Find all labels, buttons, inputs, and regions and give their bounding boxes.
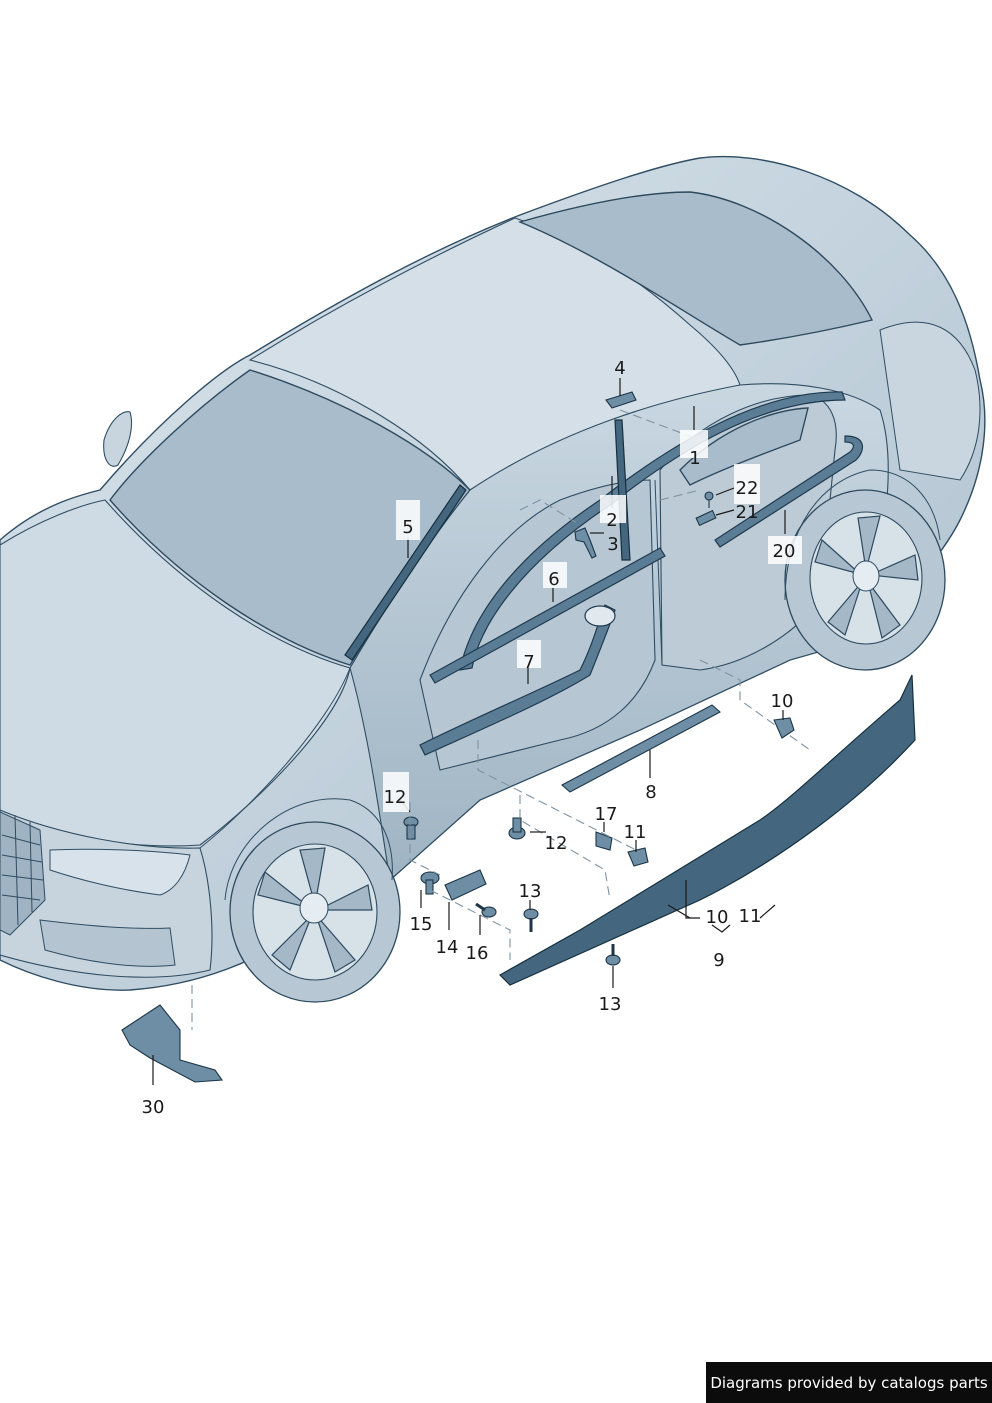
screw-13-lower [605, 944, 621, 966]
part-30-liner [121, 1004, 224, 1083]
callouts: 1 2 3 4 5 6 7 8 9 10 10 11 11 12 12 13 1… [142, 358, 796, 1118]
leader-lines [152, 378, 786, 1085]
credit-banner: Diagrams provided by catalogs parts [706, 1362, 992, 1403]
callout-17: 17 [595, 804, 618, 825]
callout-8: 8 [645, 782, 656, 803]
clip-12-upper [403, 816, 419, 840]
callout-13-lower: 13 [599, 994, 622, 1015]
callout-16: 16 [466, 943, 489, 964]
label-backgrounds [383, 430, 802, 812]
part-1-roof-trim [459, 391, 846, 671]
clip-15 [420, 871, 440, 895]
headlight [49, 848, 191, 896]
callout-4: 4 [614, 358, 625, 379]
screw-16 [475, 902, 497, 918]
rear-window [517, 191, 874, 346]
screw-13-upper [523, 908, 539, 932]
part-20-rear-trim [714, 435, 864, 548]
callout-22: 22 [736, 478, 759, 499]
front-wheel-arch [224, 798, 393, 901]
clip-11 [627, 847, 649, 867]
part-5-a-pillar-trim [344, 484, 467, 661]
credit-text: Diagrams provided by catalogs parts [710, 1373, 988, 1392]
side-window-rear [679, 407, 809, 486]
part-7-door-sill-trim [419, 604, 616, 756]
shoulder-line [199, 667, 351, 849]
clip-12-lower [508, 817, 526, 840]
callout-1: 1 [689, 448, 700, 469]
callout-21: 21 [736, 502, 759, 523]
part-8-sill-plate [561, 704, 721, 793]
callout-14: 14 [436, 937, 459, 958]
screw-22 [704, 491, 714, 508]
front-wheel [229, 821, 401, 1003]
callout-5: 5 [402, 517, 413, 538]
trim-parts [121, 391, 916, 1083]
callout-10-lower: 10 [706, 907, 729, 928]
callout-6: 6 [548, 569, 559, 590]
callout-30: 30 [142, 1097, 165, 1118]
callout-7: 7 [523, 652, 534, 673]
door-cut-line [654, 479, 663, 666]
callout-20: 20 [773, 541, 796, 562]
clip-17 [595, 831, 613, 851]
callout-15: 15 [410, 914, 433, 935]
clip-4 [605, 391, 637, 409]
callout-11-lower: 11 [739, 906, 762, 927]
callout-9: 9 [713, 950, 724, 971]
part-9-side-skirt [499, 674, 916, 986]
callout-2: 2 [606, 510, 617, 531]
clip-10 [773, 717, 795, 739]
side-mirror [103, 411, 133, 467]
car-body [0, 155, 986, 1003]
callout-11-upper: 11 [624, 822, 647, 843]
callout-12-upper: 12 [384, 787, 407, 808]
callout-3: 3 [607, 534, 618, 555]
fog-light-area [39, 919, 176, 967]
callout-12-lower: 12 [545, 833, 568, 854]
part-6-belt-moulding [429, 547, 666, 684]
bracket-14 [444, 869, 487, 901]
grille [0, 811, 46, 936]
clip-21 [695, 509, 717, 527]
callout-13-upper: 13 [519, 881, 542, 902]
rear-wheel [784, 489, 946, 671]
part-7-grommet [584, 605, 616, 627]
callout-10-upper: 10 [771, 691, 794, 712]
clip-3 [574, 527, 597, 559]
rear-end [879, 321, 981, 481]
